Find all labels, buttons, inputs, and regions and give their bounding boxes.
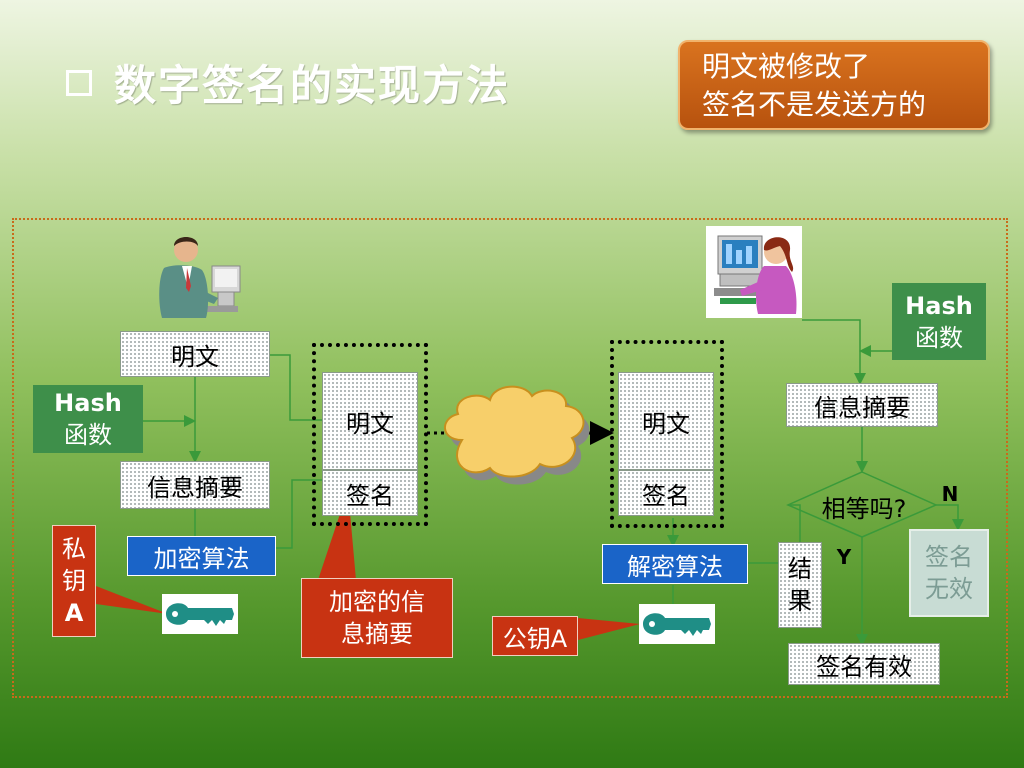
invalid-signature-box: 签名 无效: [909, 529, 989, 617]
sender-digest-box: 信息摘要: [120, 461, 270, 509]
decrypt-algorithm-label: 解密算法: [627, 552, 723, 581]
invalid-signature-label-1: 签名: [925, 543, 973, 571]
receiver-hash-function-box: Hash 函数: [892, 283, 986, 360]
result-label-2: 果: [788, 587, 812, 615]
result-label-1: 结: [788, 555, 812, 583]
valid-signature-label: 签名有效: [816, 652, 912, 681]
yes-branch-label: Y: [836, 545, 852, 569]
diagram-frame: [12, 218, 1008, 698]
receiver-hash-label-2: 函数: [915, 323, 963, 352]
sender-digest-label: 信息摘要: [147, 473, 243, 502]
sender-hash-label-1: Hash: [54, 389, 122, 417]
sender-hash-label-2: 函数: [64, 421, 112, 449]
receiver-hash-label-1: Hash: [905, 291, 973, 320]
public-key-callout: 公钥A: [492, 616, 578, 656]
received-plaintext-box: 明文: [618, 372, 714, 470]
received-signature-label: 签名: [642, 481, 690, 510]
received-plaintext-label: 明文: [642, 409, 690, 438]
private-key-label-2: 钥: [62, 567, 86, 595]
valid-signature-box: 签名有效: [788, 643, 940, 685]
sender-plaintext-box: 明文: [120, 331, 270, 377]
public-key-icon: [639, 604, 715, 644]
encrypt-algorithm-label: 加密算法: [153, 544, 250, 573]
receiver-digest-box: 信息摘要: [786, 383, 938, 427]
encrypt-algorithm-box: 加密算法: [127, 536, 276, 576]
private-key-callout: 私 钥 A: [52, 525, 96, 637]
sent-signature-label: 签名: [346, 481, 394, 510]
invalid-signature-label-2: 无效: [925, 575, 973, 603]
callout-line-2: 签名不是发送方的: [702, 88, 927, 121]
private-key-label-3: A: [64, 599, 84, 627]
decrypt-algorithm-box: 解密算法: [602, 544, 748, 584]
private-key-pointer: [96, 586, 168, 614]
received-signature-box: 签名: [618, 470, 714, 516]
sent-signature-box: 签名: [322, 470, 418, 516]
no-branch-label: N: [941, 482, 959, 506]
checkbox-bullet-icon: [66, 69, 92, 96]
public-key-label: 公钥A: [502, 624, 568, 653]
encrypted-digest-label-2: 息摘要: [341, 620, 413, 648]
compare-diamond: [786, 471, 938, 538]
encrypted-digest-callout: 加密的信 息摘要: [301, 578, 453, 658]
sent-plaintext-label: 明文: [346, 409, 394, 438]
sender-hash-function-box: Hash 函数: [33, 385, 143, 453]
receiver-digest-label: 信息摘要: [814, 393, 910, 422]
encrypted-digest-label-1: 加密的信: [329, 588, 425, 616]
callout-line-1: 明文被修改了: [702, 50, 871, 83]
compare-label-box: 相等吗?: [808, 488, 920, 524]
network-cloud-icon: [444, 385, 590, 485]
compare-label: 相等吗?: [821, 494, 907, 523]
sender-person-icon: [159, 237, 241, 318]
public-key-pointer: [578, 618, 640, 640]
sender-plaintext-label: 明文: [171, 342, 219, 371]
page-title-text: 数字签名的实现方法: [114, 61, 511, 110]
result-box: 结 果: [778, 542, 822, 628]
modification-callout: 明文被修改了 签名不是发送方的: [678, 40, 990, 130]
receiver-person-icon: [706, 226, 802, 318]
sent-plaintext-box: 明文: [322, 372, 418, 470]
page-title: 数字签名的实现方法: [66, 52, 510, 113]
sent-packet-frame: [312, 343, 428, 526]
private-key-label-1: 私: [62, 535, 86, 563]
received-packet-frame: [610, 340, 724, 528]
private-key-icon: [162, 594, 238, 634]
